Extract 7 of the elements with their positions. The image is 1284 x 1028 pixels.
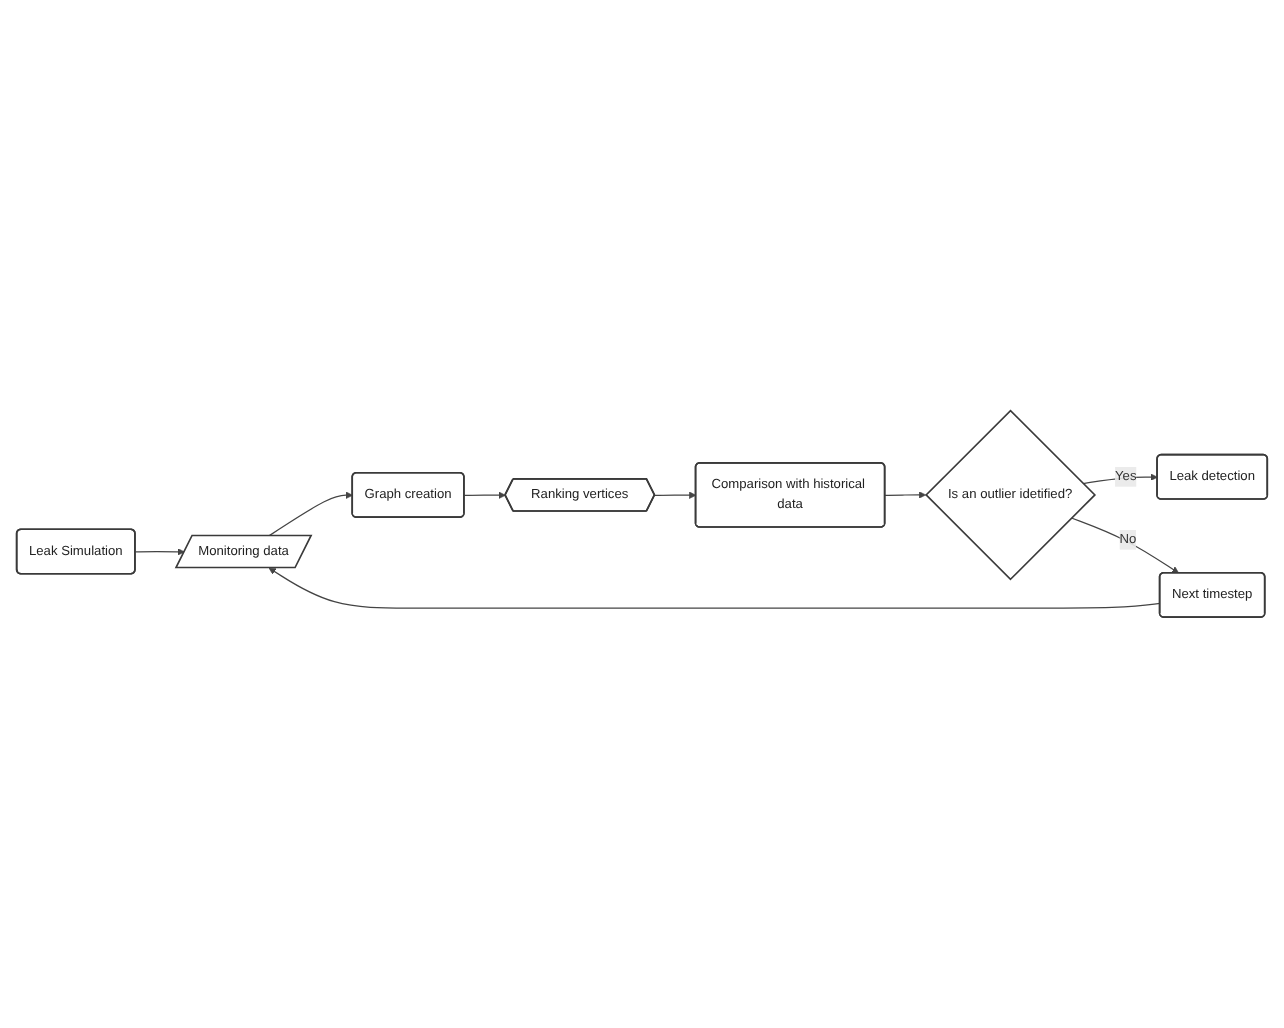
arrow bbox=[654, 491, 697, 499]
arrow bbox=[463, 491, 506, 499]
arrow bbox=[1070, 517, 1180, 574]
arrow bbox=[268, 567, 1161, 609]
arrow bbox=[884, 491, 927, 499]
arrow bbox=[134, 548, 185, 556]
arrow bbox=[268, 491, 353, 537]
